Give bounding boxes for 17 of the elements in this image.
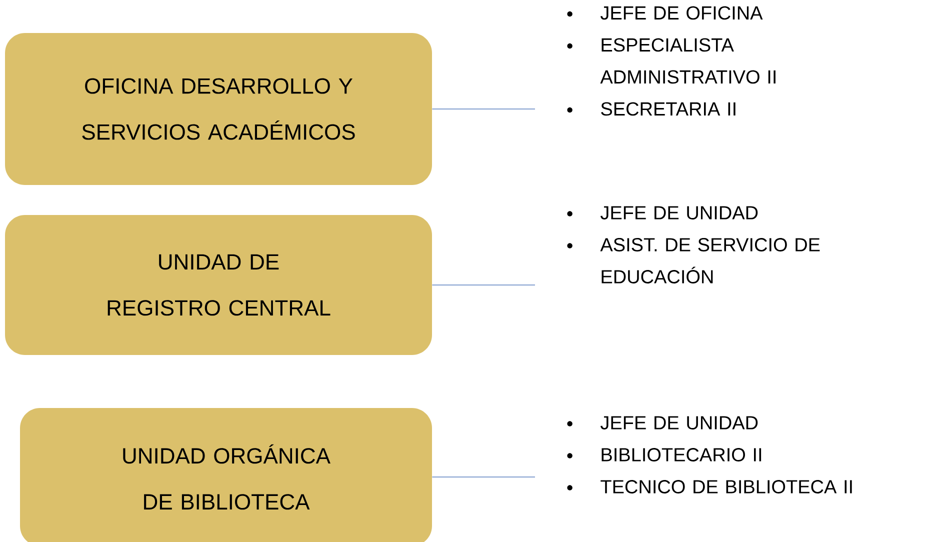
connector-line <box>432 108 536 110</box>
node-label: JEFE DE OFICINA <box>600 6 763 20</box>
node-label: TECNICO DE BIBLIOTECA II <box>600 480 852 494</box>
process-box: OFICINA DESARROLLO Y SERVICIOS ACADÉMICOS <box>5 33 432 185</box>
node-label: JEFE DE UNIDAD <box>600 416 758 430</box>
connector-line <box>432 284 536 286</box>
node-label: BIBLIOTECARIO II <box>602 448 762 462</box>
bullet-list: JEFE DE OFICINA ESPECIALISTA ADMINISTRATIVO II SECRETARIA II <box>567 6 776 116</box>
node-label: ESPECIALISTA ADMINISTRATIVO II <box>600 38 776 84</box>
node-label: JEFE DE UNIDAD <box>600 206 758 220</box>
node-label: SECRETARIA II <box>601 102 736 116</box>
bullet-list: JEFE DE UNIDAD ASIST. DE SERVICIO DE EDUCACIÓN <box>567 206 820 284</box>
node-label: ASIST. DE SERVICIO DE EDUCACIÓN <box>600 238 820 284</box>
connector-line <box>432 476 536 478</box>
bullet-list: JEFE DE UNIDAD BIBLIOTECARIO II TECNICO DE BIBLIOTECA II <box>567 416 852 494</box>
process-box: UNIDAD ORGÁNICA DE BIBLIOTECA <box>20 408 432 542</box>
process-box: UNIDAD DE REGISTRO CENTRAL <box>5 215 432 355</box>
